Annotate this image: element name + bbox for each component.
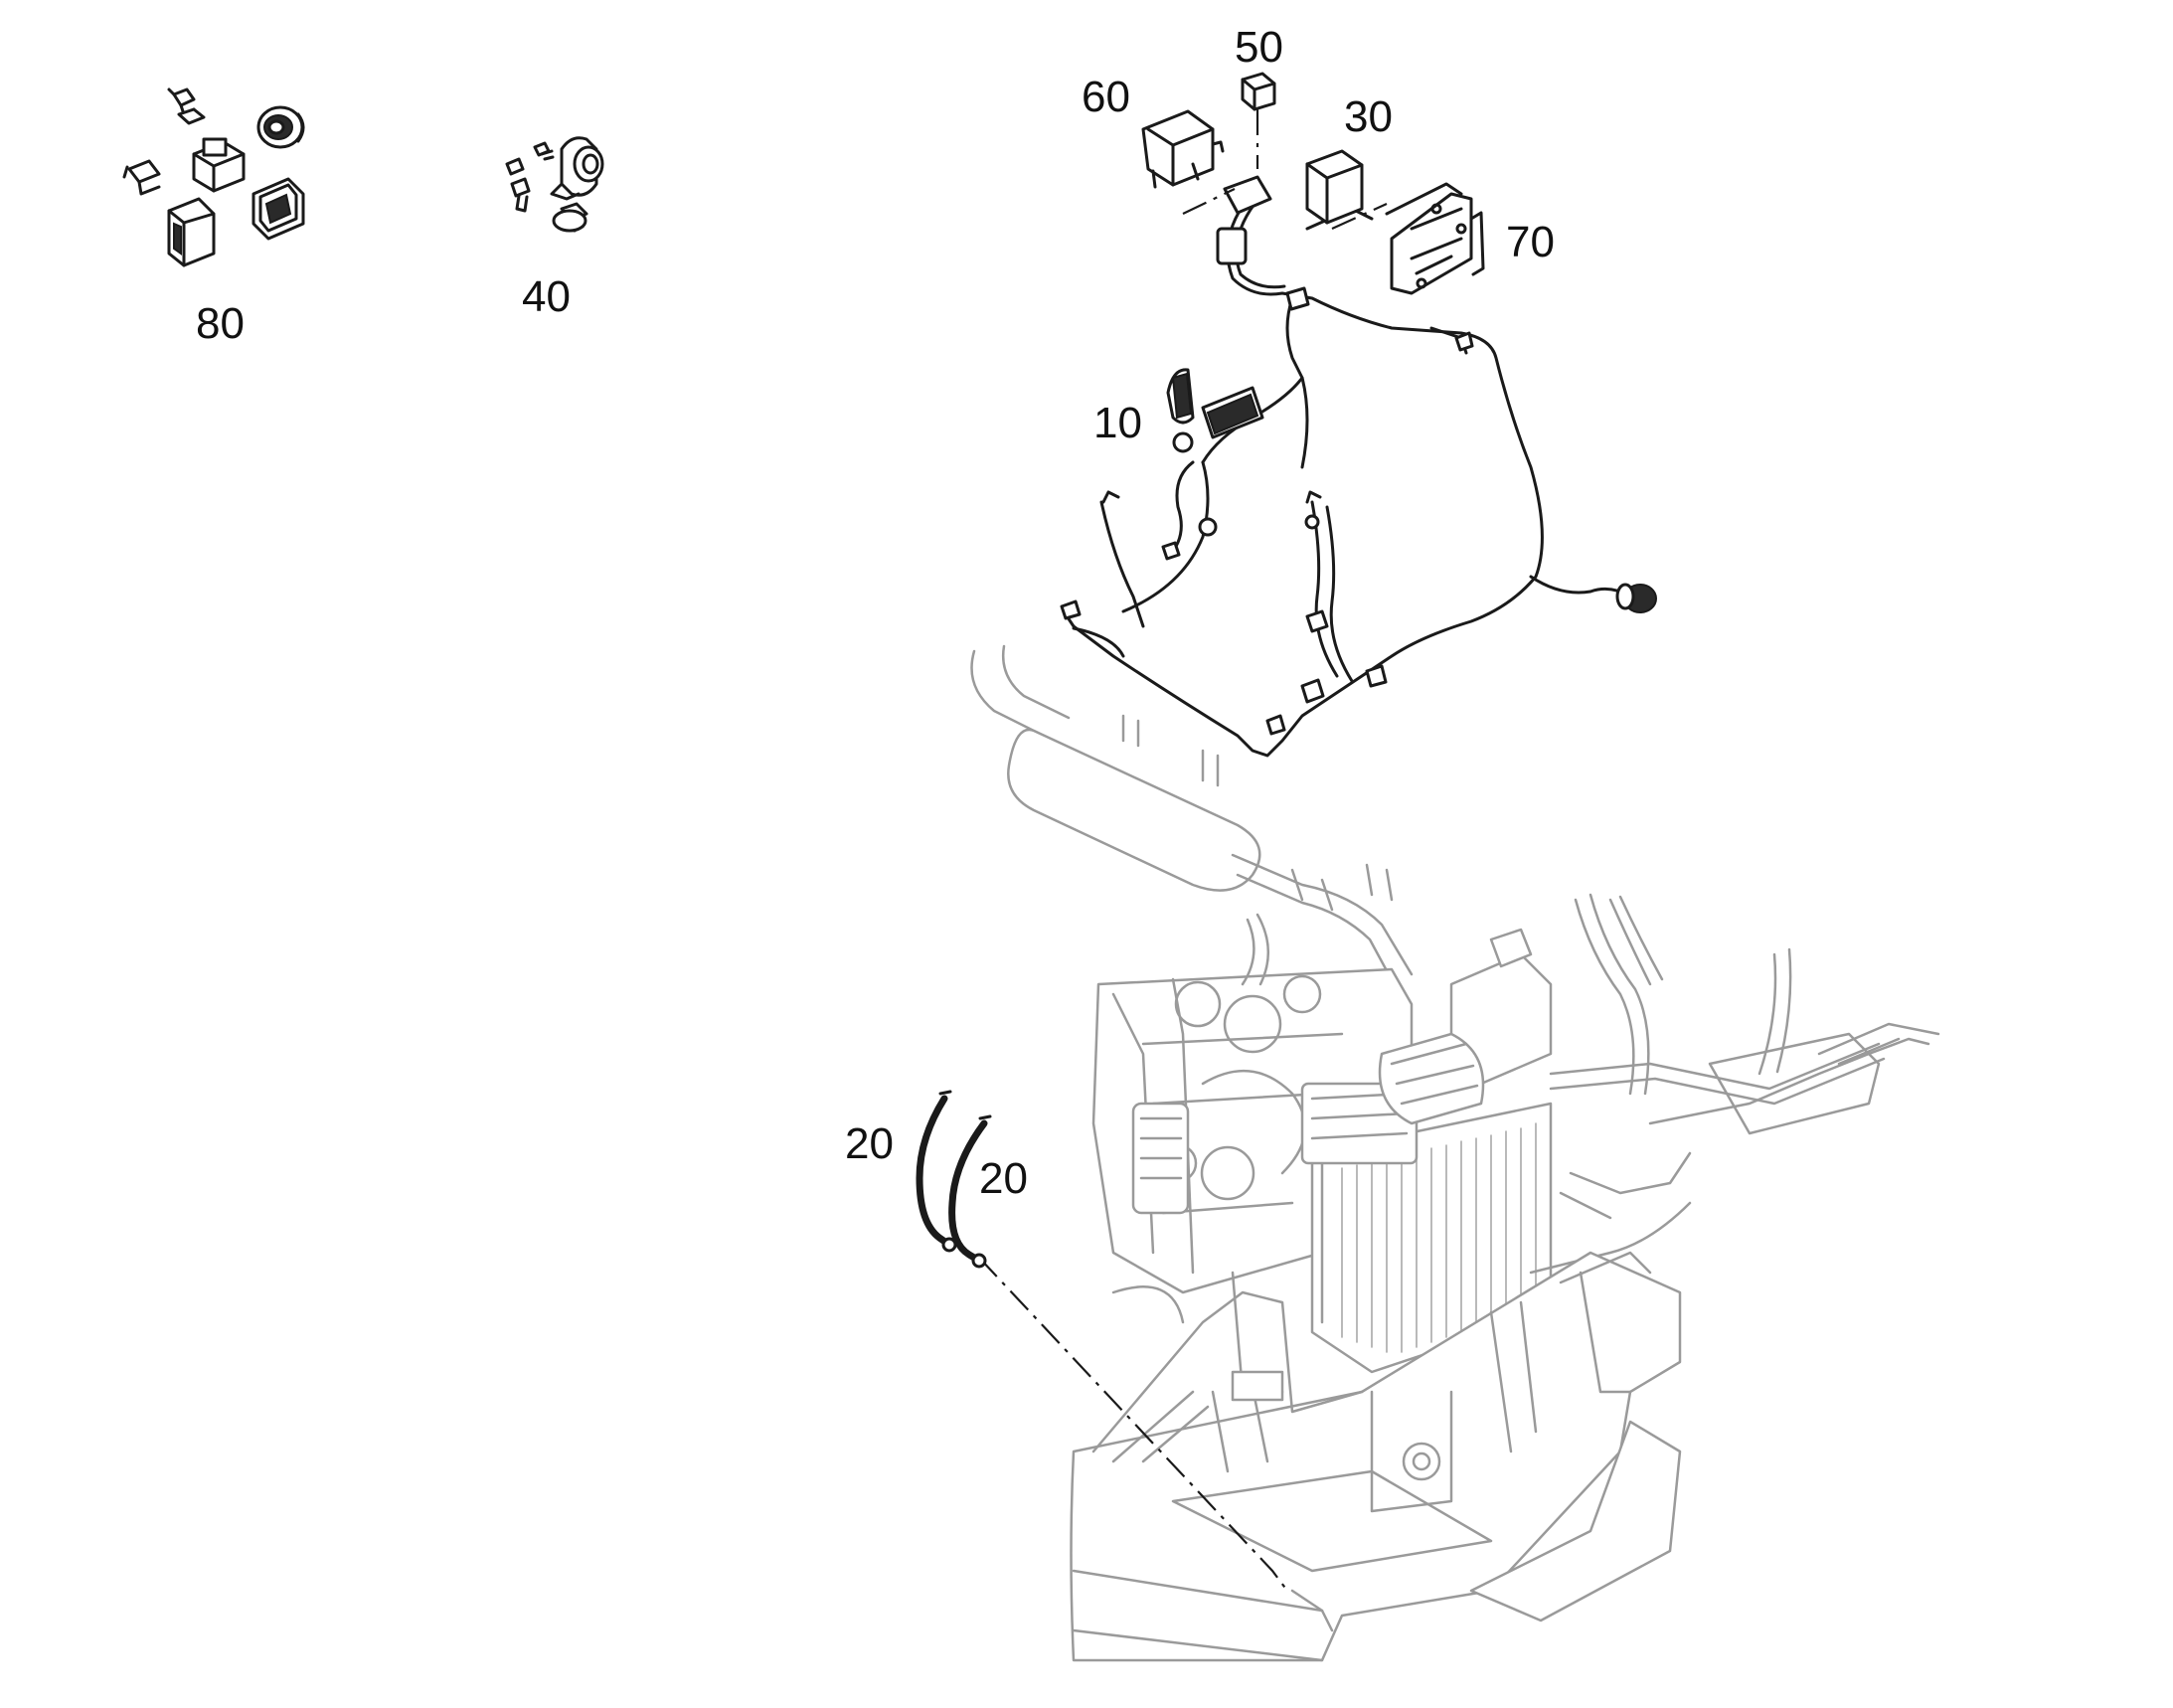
fuse-box-30: [1305, 149, 1364, 225]
hose-20-left: [916, 1090, 957, 1253]
callout-30: 30: [1344, 92, 1393, 141]
callout-40: 40: [522, 272, 571, 321]
callout-50: 50: [1235, 23, 1283, 72]
small-relay-50: [1241, 72, 1276, 111]
hose-20-right: [948, 1114, 992, 1269]
connector-kit-80: [122, 87, 305, 267]
callout-labels: 50 60 30 70 10 80 40 20 20: [196, 23, 1555, 1203]
background-machine-assembly: [970, 644, 1940, 1662]
chassis-frame: [1070, 1251, 1682, 1662]
relay-module-60: [1141, 109, 1225, 189]
callout-20-left: 20: [845, 1119, 894, 1168]
callout-10: 10: [1093, 399, 1142, 447]
exhaust-muffler: [970, 644, 1414, 991]
hydraulic-hoses: [1529, 893, 1940, 1275]
wiring-harness: [1060, 175, 1657, 758]
engine-block: [1091, 913, 1414, 1294]
air-filter: [1378, 928, 1553, 1125]
mounting-bracket-70: [1385, 182, 1485, 295]
clamp-kit-40: [505, 136, 604, 233]
leader-lines: [978, 109, 1388, 1592]
callout-20-right: 20: [979, 1154, 1028, 1203]
callout-70: 70: [1506, 218, 1555, 266]
callout-60: 60: [1082, 73, 1130, 121]
callout-80: 80: [196, 299, 245, 348]
